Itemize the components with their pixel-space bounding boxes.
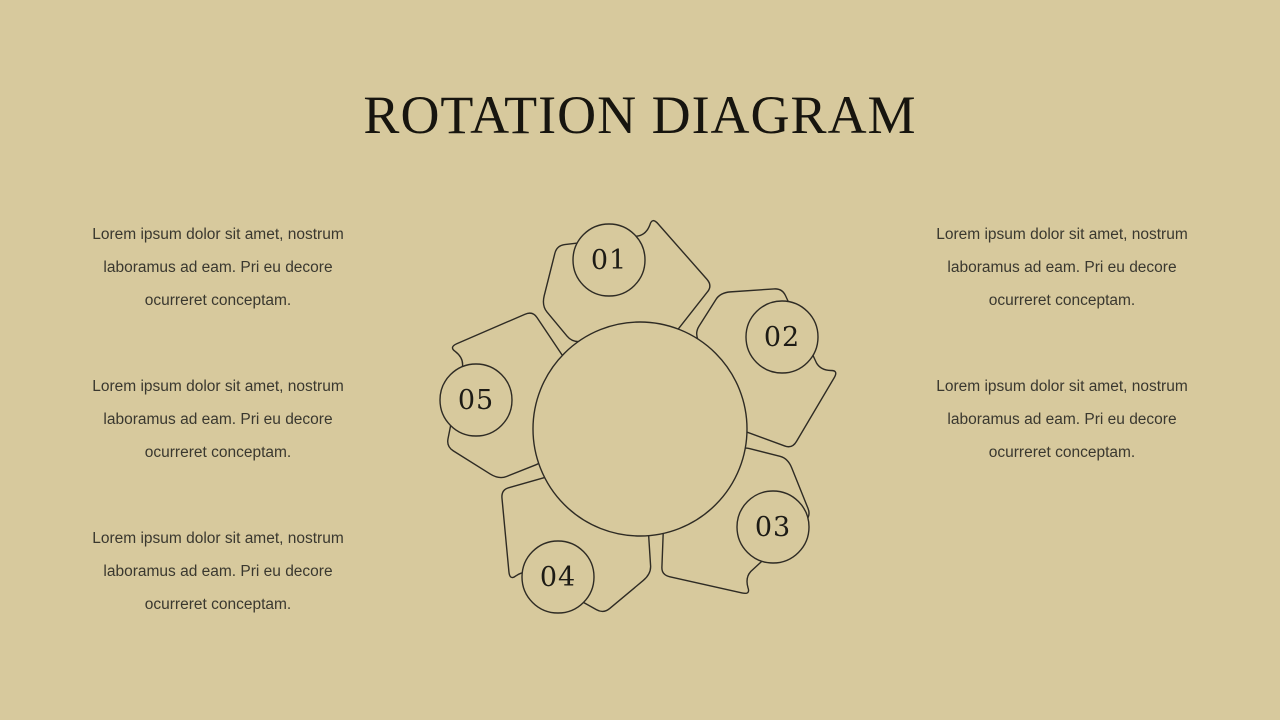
step-badge-3: 03 <box>736 490 810 564</box>
step-circle-3 <box>736 490 810 564</box>
text-line: ocurreret conceptam. <box>144 596 292 613</box>
text-line: laboramus ad eam. Pri eu decore <box>947 411 1177 428</box>
step-badge-5: 05 <box>439 363 513 437</box>
rotation-diagram-svg: 01 02 03 04 05 <box>428 214 857 636</box>
text-line: laboramus ad eam. Pri eu decore <box>947 259 1177 276</box>
left-text-column: Lorem ipsum dolor sit amet, nostrum labo… <box>60 218 376 674</box>
text-line: Lorem ipsum dolor sit amet, nostrum <box>92 530 344 547</box>
text-line: laboramus ad eam. Pri eu decore <box>103 563 333 580</box>
step-label-2: 02 <box>764 322 800 353</box>
step-label-3: 03 <box>755 512 791 543</box>
step-circle-4 <box>521 540 595 614</box>
text-block-left-1: Lorem ipsum dolor sit amet, nostrum labo… <box>60 218 376 317</box>
text-line: ocurreret conceptam. <box>144 444 292 461</box>
center-circle <box>532 321 748 537</box>
step-badge-2: 02 <box>745 300 819 374</box>
step-label-1: 01 <box>591 245 627 276</box>
text-line: Lorem ipsum dolor sit amet, nostrum <box>936 378 1188 395</box>
text-block-right-1: Lorem ipsum dolor sit amet, nostrum labo… <box>904 218 1220 317</box>
text-block-left-3: Lorem ipsum dolor sit amet, nostrum labo… <box>60 522 376 621</box>
text-line: ocurreret conceptam. <box>144 292 292 309</box>
text-line: ocurreret conceptam. <box>988 444 1136 461</box>
text-line: Lorem ipsum dolor sit amet, nostrum <box>92 378 344 395</box>
text-line: Lorem ipsum dolor sit amet, nostrum <box>936 226 1188 243</box>
step-circle-2 <box>745 300 819 374</box>
text-block-left-2: Lorem ipsum dolor sit amet, nostrum labo… <box>60 370 376 469</box>
step-label-4: 04 <box>540 562 576 593</box>
step-label-5: 05 <box>458 385 494 416</box>
step-badge-4: 04 <box>521 540 595 614</box>
step-circle-5 <box>439 363 513 437</box>
step-badge-1: 01 <box>572 223 646 297</box>
text-line: laboramus ad eam. Pri eu decore <box>103 411 333 428</box>
right-text-column: Lorem ipsum dolor sit amet, nostrum labo… <box>904 218 1220 522</box>
text-line: laboramus ad eam. Pri eu decore <box>103 259 333 276</box>
text-block-right-2: Lorem ipsum dolor sit amet, nostrum labo… <box>904 370 1220 469</box>
step-circle-1 <box>572 223 646 297</box>
rotation-diagram: 01 02 03 04 05 <box>380 162 900 682</box>
text-line: Lorem ipsum dolor sit amet, nostrum <box>92 226 344 243</box>
text-line: ocurreret conceptam. <box>988 292 1136 309</box>
page-title: ROTATION DIAGRAM <box>363 85 917 145</box>
